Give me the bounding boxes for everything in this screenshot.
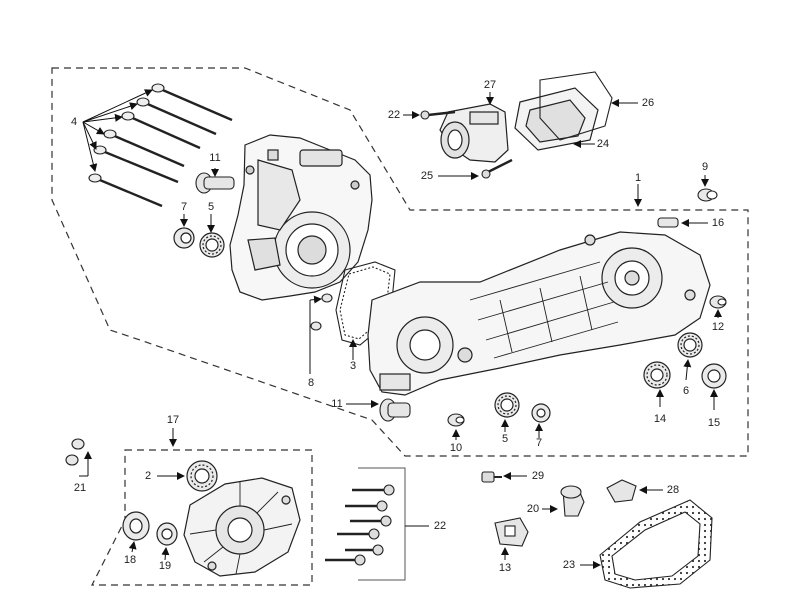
callout-10: 10 xyxy=(449,442,463,454)
bearing-5-lower xyxy=(494,392,520,418)
left-crankcase-half xyxy=(229,134,373,301)
callout-23: 23 xyxy=(562,559,576,571)
callout-9: 9 xyxy=(701,161,709,173)
bearing-15 xyxy=(701,363,727,389)
leader-lines xyxy=(79,89,722,569)
bearing-18 xyxy=(122,511,150,541)
callout-8: 8 xyxy=(307,377,315,389)
callout-18: 18 xyxy=(123,554,137,566)
oil-seal-7-lower xyxy=(531,403,551,423)
bushing-9 xyxy=(697,188,718,202)
callout-2: 2 xyxy=(144,470,152,482)
callout-12: 12 xyxy=(711,321,725,333)
callout-25: 25 xyxy=(420,170,434,182)
callout-13: 13 xyxy=(498,562,512,574)
oil-seal-19 xyxy=(156,522,178,546)
callout-1: 1 xyxy=(634,172,642,184)
bearing-14 xyxy=(643,361,671,389)
group-border-main xyxy=(51,67,749,457)
callout-6: 6 xyxy=(682,385,690,397)
cover-gasket-23 xyxy=(599,499,713,589)
callout-14: 14 xyxy=(653,413,667,425)
intake-stud xyxy=(481,158,513,179)
group-border-cover xyxy=(91,449,313,586)
bearing-2 xyxy=(186,460,218,492)
callout-24: 24 xyxy=(596,138,610,150)
intake-bolt xyxy=(420,110,456,120)
intake-manifold xyxy=(439,103,509,163)
callout-21: 21 xyxy=(73,482,87,494)
callout-15: 15 xyxy=(707,417,721,429)
drain-screw-29 xyxy=(481,471,502,483)
cover-bolt-set xyxy=(325,484,395,566)
rubber-mount-11-upper xyxy=(195,172,235,194)
callout-22-lower: 22 xyxy=(433,520,447,532)
callout-5-lower: 5 xyxy=(501,433,509,445)
mount-block-13 xyxy=(494,517,529,547)
bushing-10 xyxy=(447,413,465,427)
callout-5-upper: 5 xyxy=(207,201,215,213)
callout-29: 29 xyxy=(531,470,545,482)
callout-22-upper: 22 xyxy=(387,109,401,121)
callout-20: 20 xyxy=(526,503,540,515)
callout-17: 17 xyxy=(166,414,180,426)
transmission-cover xyxy=(183,477,301,577)
callout-16: 16 xyxy=(711,217,725,229)
stud-bolt-group xyxy=(88,83,233,208)
callout-4: 4 xyxy=(70,116,78,128)
callout-3: 3 xyxy=(349,360,357,372)
right-crankcase-main xyxy=(367,231,711,396)
bearing-5-upper xyxy=(199,232,225,258)
callout-7-lower: 7 xyxy=(535,437,543,449)
cap-20 xyxy=(560,485,585,517)
callout-28: 28 xyxy=(666,484,680,496)
group-border-bolts xyxy=(358,467,406,581)
dowel-pin-16 xyxy=(657,217,679,228)
callout-26: 26 xyxy=(641,97,655,109)
reed-gasket xyxy=(539,71,613,141)
callout-11-lower: 11 xyxy=(331,398,343,410)
rubber-mount-11-lower xyxy=(379,398,411,422)
callout-11-upper: 11 xyxy=(209,152,221,164)
oil-seal-7-upper xyxy=(173,227,195,249)
reed-valve-block xyxy=(514,87,599,151)
dowel-pins-21 xyxy=(65,438,85,466)
callout-27: 27 xyxy=(483,79,497,91)
callout-7-upper: 7 xyxy=(180,201,188,213)
callout-19: 19 xyxy=(158,560,172,572)
dowel-pins-8 xyxy=(310,293,333,331)
bushing-12 xyxy=(709,295,727,309)
clip-28 xyxy=(606,479,637,503)
bearing-6 xyxy=(677,332,703,358)
